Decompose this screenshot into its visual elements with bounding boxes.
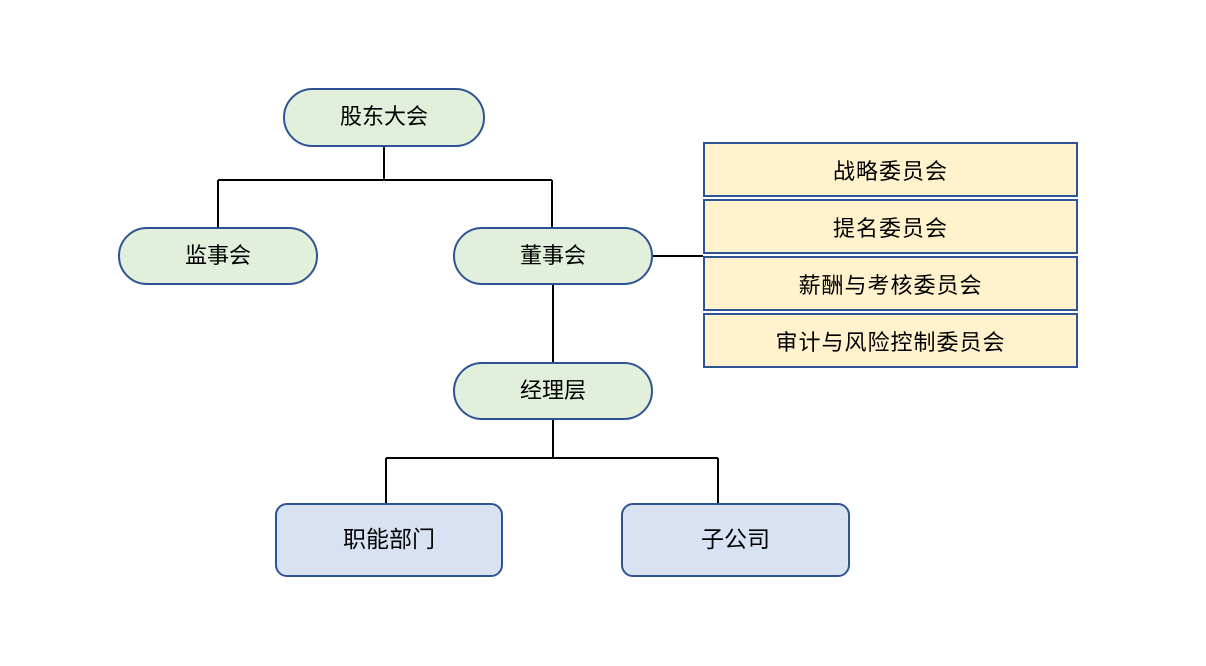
node-supervisory-board: 监事会	[118, 227, 318, 285]
committee-row-remuneration: 薪酬与考核委员会	[703, 256, 1078, 311]
committee-row-audit-risk-label: 审计与风险控制委员会	[775, 329, 1006, 355]
committee-row-remuneration-label: 薪酬与考核委员会	[798, 272, 983, 298]
node-subsidiaries: 子公司	[621, 503, 850, 577]
node-management: 经理层	[453, 362, 653, 420]
node-management-label: 经理层	[519, 377, 586, 403]
committee-row-audit-risk: 审计与风险控制委员会	[703, 313, 1078, 368]
node-board-of-directors: 董事会	[453, 227, 653, 285]
committee-row-nomination: 提名委员会	[703, 199, 1078, 254]
committee-row-nomination-label: 提名委员会	[832, 215, 948, 241]
node-shareholders-label: 股东大会	[339, 104, 428, 130]
node-functional-departments-label: 职能部门	[343, 527, 435, 553]
committee-table: 战略委员会 提名委员会 薪酬与考核委员会 审计与风险控制委员会	[703, 142, 1078, 368]
committee-row-strategy: 战略委员会	[703, 142, 1078, 197]
node-subsidiaries-label: 子公司	[701, 527, 770, 553]
node-board-of-directors-label: 董事会	[519, 242, 586, 268]
node-shareholders: 股东大会	[283, 88, 485, 147]
node-functional-departments: 职能部门	[275, 503, 503, 577]
committee-row-strategy-label: 战略委员会	[832, 158, 948, 184]
node-supervisory-board-label: 监事会	[184, 242, 251, 268]
